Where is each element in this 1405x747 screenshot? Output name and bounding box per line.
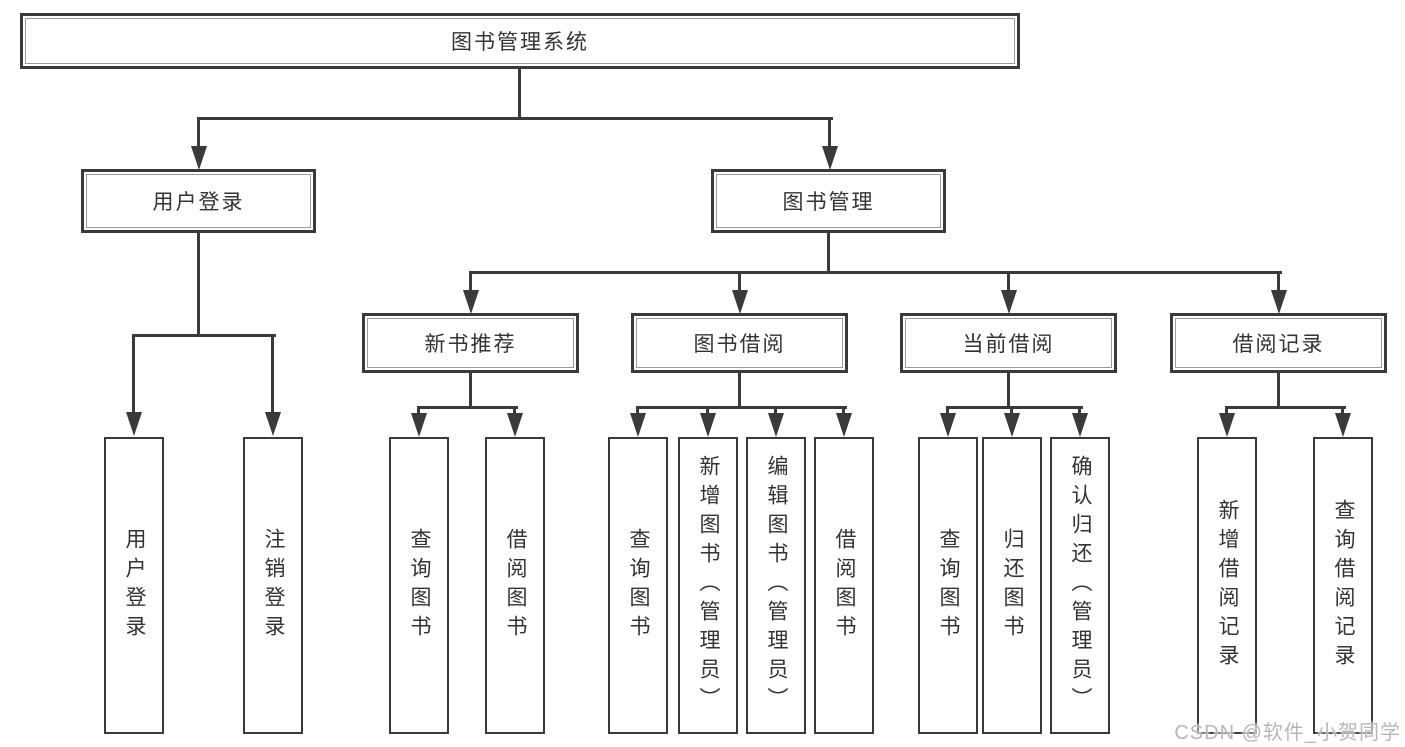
connector-hline (197, 117, 833, 120)
connector-vline (513, 406, 516, 415)
leaf-borrow-books-recommend: 借阅图书 (485, 437, 545, 734)
leaf-user-login: 用户登录 (104, 437, 164, 734)
leaf-query-books-current: 查询图书 (918, 437, 978, 734)
leaf-label: 查询借阅记录 (1332, 498, 1356, 673)
connector-hline (636, 406, 847, 409)
arrowhead-down (822, 146, 838, 170)
node-new-book-recommend: 新书推荐 (362, 313, 579, 373)
node-borrowing-records: 借阅记录 (1170, 313, 1387, 373)
leaf-label: 确认归还（管理员） (1069, 455, 1093, 716)
connector-vline (1277, 372, 1280, 409)
connector-vline (197, 117, 200, 149)
connector-vline (469, 271, 472, 293)
leaf-logout: 注销登录 (243, 437, 303, 734)
leaf-query-books-borrow: 查询图书 (608, 437, 668, 734)
connector-hline (946, 406, 1083, 409)
arrowhead-down (1335, 413, 1351, 437)
arrowhead-down (411, 413, 427, 437)
connector-vline (706, 406, 709, 415)
leaf-return-books: 归还图书 (982, 437, 1042, 734)
arrowhead-down (940, 413, 956, 437)
leaf-label: 借阅图书 (504, 527, 528, 644)
arrowhead-down (1271, 290, 1287, 314)
connector-vline (738, 372, 741, 409)
connector-vline (1277, 271, 1280, 293)
node-current-borrowing: 当前借阅 (900, 313, 1117, 373)
connector-hline (417, 406, 518, 409)
arrowhead-down (1219, 413, 1235, 437)
connector-vline (518, 69, 521, 119)
connector-vline (774, 406, 777, 415)
leaf-add-borrow-record: 新增借阅记录 (1197, 437, 1257, 734)
leaf-query-borrow-record: 查询借阅记录 (1313, 437, 1373, 734)
leaf-label: 借阅图书 (833, 527, 857, 644)
leaf-label: 编辑图书（管理员） (765, 455, 789, 716)
arrowhead-down (265, 412, 281, 436)
leaf-borrow-books-borrow: 借阅图书 (814, 437, 874, 734)
connector-hline (1225, 406, 1346, 409)
arrowhead-down (1004, 413, 1020, 437)
connector-vline (738, 271, 741, 293)
connector-vline (842, 406, 845, 415)
connector-vline (197, 232, 200, 337)
connector-vline (271, 334, 274, 414)
connector-vline (1078, 406, 1081, 415)
connector-vline (827, 232, 830, 274)
leaf-query-books-recommend: 查询图书 (389, 437, 449, 734)
leaf-label: 用户登录 (123, 527, 147, 644)
connector-vline (1341, 406, 1344, 415)
arrowhead-down (836, 413, 852, 437)
connector-hline (132, 334, 276, 337)
leaf-label: 新增借阅记录 (1216, 498, 1240, 673)
node-library-system: 图书管理系统 (20, 13, 1020, 69)
leaf-add-books-admin: 新增图书（管理员） (678, 437, 738, 734)
node-book-management: 图书管理 (711, 169, 946, 233)
arrowhead-down (507, 413, 523, 437)
arrowhead-down (1072, 413, 1088, 437)
connector-hline (469, 271, 1282, 274)
leaf-label: 查询图书 (627, 527, 651, 644)
leaf-label: 归还图书 (1001, 527, 1025, 644)
leaf-label: 查询图书 (937, 527, 961, 644)
arrowhead-down (630, 413, 646, 437)
leaf-label: 注销登录 (262, 527, 286, 644)
arrowhead-down (1001, 290, 1017, 314)
leaf-label: 新增图书（管理员） (697, 455, 721, 716)
connector-vline (1225, 406, 1228, 415)
leaf-edit-books-admin: 编辑图书（管理员） (746, 437, 806, 734)
csdn-watermark: CSDN @软件_小贺同学 (1174, 722, 1401, 744)
connector-vline (132, 334, 135, 414)
arrowhead-down (768, 413, 784, 437)
connector-vline (417, 406, 420, 415)
arrowhead-down (126, 412, 142, 436)
connector-vline (636, 406, 639, 415)
connector-vline (946, 406, 949, 415)
connector-vline (828, 117, 831, 149)
arrowhead-down (700, 413, 716, 437)
leaf-label: 查询图书 (408, 527, 432, 644)
connector-vline (1010, 406, 1013, 415)
arrowhead-down (732, 290, 748, 314)
connector-vline (469, 372, 472, 409)
arrowhead-down (463, 290, 479, 314)
node-book-borrowing: 图书借阅 (631, 313, 848, 373)
leaf-confirm-return-admin: 确认归还（管理员） (1050, 437, 1110, 734)
connector-vline (1007, 271, 1010, 293)
connector-vline (1007, 372, 1010, 409)
node-user-login: 用户登录 (81, 169, 316, 233)
arrowhead-down (191, 146, 207, 170)
